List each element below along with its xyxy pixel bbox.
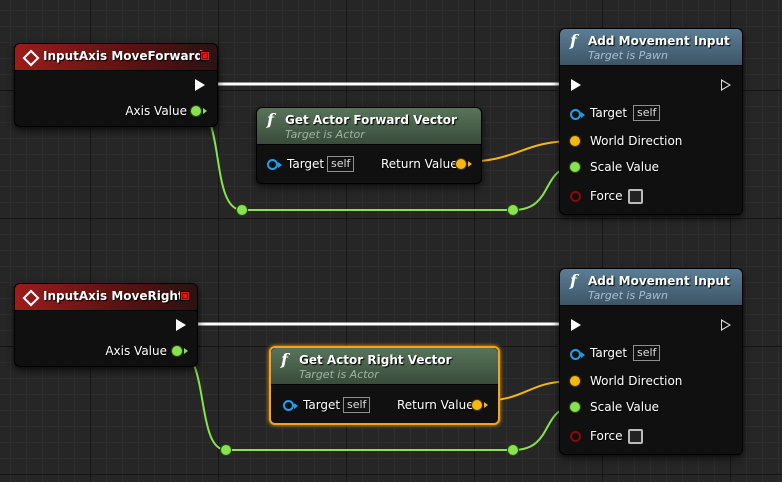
world-direction-label: World Direction xyxy=(590,374,683,388)
node-subtitle: Target is Actor xyxy=(299,368,379,381)
axis-value-label: Axis Value xyxy=(125,104,187,118)
reroute-node[interactable] xyxy=(508,205,518,215)
node-header: f Add Movement Input Target is Pawn xyxy=(560,269,742,306)
function-icon: f xyxy=(267,110,274,129)
event-diamond-icon xyxy=(22,289,40,307)
pin-arrow-icon xyxy=(294,403,298,409)
return-value-pin[interactable] xyxy=(456,159,466,169)
node-title: InputAxis MoveRight xyxy=(43,289,184,303)
node-title: InputAxis MoveForward xyxy=(43,49,204,63)
world-direction-label: World Direction xyxy=(590,134,683,148)
node-subtitle: Target is Pawn xyxy=(588,289,669,302)
delegate-pin-icon[interactable] xyxy=(180,291,190,301)
function-icon: f xyxy=(281,350,288,369)
axis-value-pin[interactable] xyxy=(172,346,182,356)
target-self-default[interactable]: self xyxy=(327,156,355,172)
axis-value-label: Axis Value xyxy=(105,344,167,358)
function-icon: f xyxy=(570,31,577,50)
pin-arrow-icon xyxy=(581,352,585,358)
force-checkbox[interactable] xyxy=(628,189,643,204)
force-label: Force xyxy=(590,429,623,443)
exec-output-pin[interactable] xyxy=(195,79,205,91)
exec-input-pin[interactable] xyxy=(571,79,581,91)
target-self-default[interactable]: self xyxy=(633,105,661,121)
reroute-node[interactable] xyxy=(237,205,247,215)
add-movement-input-right-node[interactable]: f Add Movement Input Target is Pawn Targ… xyxy=(559,268,743,455)
scale-value-pin[interactable] xyxy=(570,402,580,412)
pin-arrow-icon xyxy=(278,162,282,168)
target-self-default[interactable]: self xyxy=(343,397,371,413)
node-subtitle: Target is Pawn xyxy=(588,49,669,62)
force-checkbox[interactable] xyxy=(628,429,643,444)
force-label: Force xyxy=(590,189,623,203)
target-label: Target xyxy=(287,157,325,171)
node-title: Get Actor Right Vector xyxy=(299,353,452,367)
node-header: f Add Movement Input Target is Pawn xyxy=(560,29,742,66)
axis-value-pin[interactable] xyxy=(191,106,201,116)
pin-arrow-icon xyxy=(203,108,207,114)
scale-value-label: Scale Value xyxy=(590,160,660,174)
scale-value-label: Scale Value xyxy=(590,400,660,414)
target-pin[interactable] xyxy=(283,400,294,411)
exec-output-pin[interactable] xyxy=(176,319,186,331)
target-pin[interactable] xyxy=(570,349,581,360)
return-value-pin[interactable] xyxy=(472,400,482,410)
exec-input-pin[interactable] xyxy=(571,319,581,331)
reroute-node[interactable] xyxy=(221,445,231,455)
world-direction-pin[interactable] xyxy=(570,136,580,146)
target-label: Target xyxy=(303,398,341,412)
node-title: Add Movement Input xyxy=(588,34,730,48)
node-title: Get Actor Forward Vector xyxy=(285,113,457,127)
add-movement-input-forward-node[interactable]: f Add Movement Input Target is Pawn Targ… xyxy=(559,28,743,215)
return-value-label: Return Value xyxy=(397,398,474,412)
delegate-pin-icon[interactable] xyxy=(200,51,210,61)
pin-arrow-icon xyxy=(581,112,585,118)
target-pin[interactable] xyxy=(267,159,278,170)
node-header: f Get Actor Right Vector Target is Actor xyxy=(271,348,498,385)
pin-arrow-icon xyxy=(468,161,472,167)
pin-arrow-icon xyxy=(484,402,488,408)
node-title: Add Movement Input xyxy=(588,274,730,288)
return-value-label: Return Value xyxy=(381,157,458,171)
event-diamond-icon xyxy=(22,49,40,67)
exec-output-pin[interactable] xyxy=(721,79,731,91)
target-pin[interactable] xyxy=(570,109,581,120)
node-header: InputAxis MoveForward xyxy=(15,44,217,71)
inputaxis-moveright-node[interactable]: InputAxis MoveRight Axis Value xyxy=(14,283,198,367)
function-icon: f xyxy=(570,271,577,290)
node-header: f Get Actor Forward Vector Target is Act… xyxy=(257,108,481,145)
scale-value-pin[interactable] xyxy=(570,162,580,172)
world-direction-pin[interactable] xyxy=(570,376,580,386)
exec-output-pin[interactable] xyxy=(721,319,731,331)
force-pin[interactable] xyxy=(570,431,581,442)
target-label: Target xyxy=(590,346,628,360)
reroute-node[interactable] xyxy=(508,445,518,455)
get-actor-forward-vector-node[interactable]: f Get Actor Forward Vector Target is Act… xyxy=(256,107,482,184)
pin-arrow-icon xyxy=(184,348,188,354)
inputaxis-moveforward-node[interactable]: InputAxis MoveForward Axis Value xyxy=(14,43,218,127)
target-label: Target xyxy=(590,106,628,120)
get-actor-right-vector-node[interactable]: f Get Actor Right Vector Target is Actor… xyxy=(269,346,500,425)
force-pin[interactable] xyxy=(570,191,581,202)
node-header: InputAxis MoveRight xyxy=(15,284,197,311)
node-subtitle: Target is Actor xyxy=(285,128,365,141)
target-self-default[interactable]: self xyxy=(633,345,661,361)
